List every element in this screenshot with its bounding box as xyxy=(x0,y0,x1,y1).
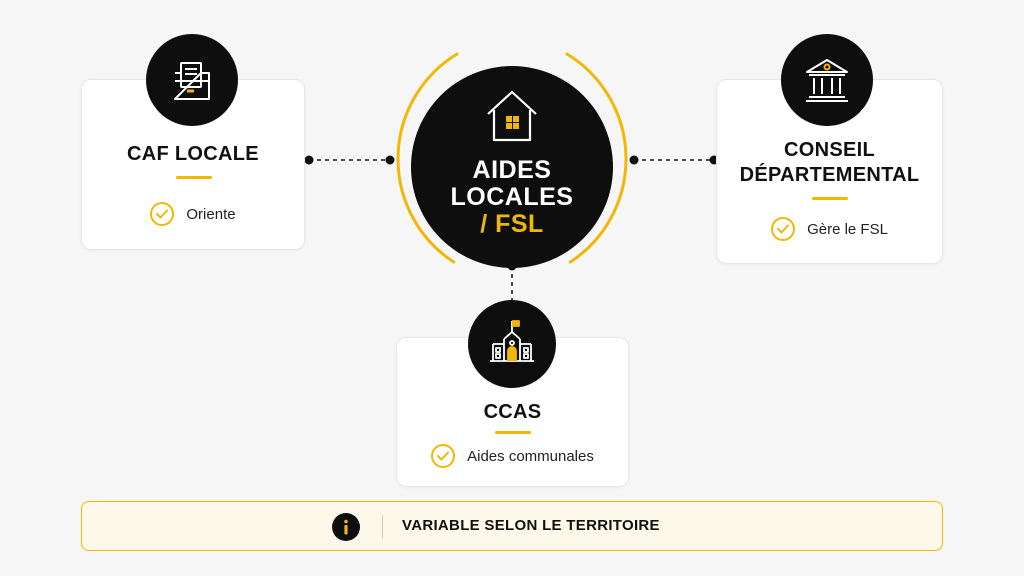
info-icon xyxy=(332,513,360,541)
folder-documents-icon xyxy=(146,34,238,126)
title-underline xyxy=(812,197,848,200)
node-item-text: Oriente xyxy=(186,205,236,223)
central-ring-left-arc xyxy=(396,52,459,264)
node-item-row: Gère le FSL xyxy=(717,217,942,241)
check-icon xyxy=(431,444,456,468)
connector-left-dot-end xyxy=(385,155,395,165)
central-title-line3: / FSL xyxy=(480,210,544,238)
info-banner: VARIABLE SELON LE TERRITOIRE xyxy=(81,501,943,551)
node-title: CCAS xyxy=(483,401,542,423)
node-item-row: Oriente xyxy=(82,202,304,226)
node-title: CAF LOCALE xyxy=(127,143,259,165)
node-title-line1: CONSEIL xyxy=(784,139,875,161)
house-icon xyxy=(482,86,542,146)
central-title-line2: LOCALES xyxy=(450,183,574,211)
connector-left-dot-start xyxy=(304,155,314,165)
town-hall-icon xyxy=(468,300,556,388)
title-underline xyxy=(495,431,531,434)
title-underline xyxy=(176,176,212,179)
info-divider xyxy=(382,515,383,539)
check-icon xyxy=(771,217,796,241)
central-node-aides-locales: AIDES LOCALES / FSL xyxy=(411,66,613,268)
central-title-line1: AIDES xyxy=(472,156,552,184)
node-card-conseil-departemental: CONSEIL DÉPARTEMENTAL Gère le FSL xyxy=(716,79,943,264)
connector-right-dot-start xyxy=(629,155,639,165)
government-building-icon xyxy=(781,34,873,126)
check-icon xyxy=(150,202,175,226)
central-ring-right-arc xyxy=(565,52,628,264)
node-item-text: Gère le FSL xyxy=(807,220,888,238)
node-title-line2: DÉPARTEMENTAL xyxy=(739,164,920,186)
node-item-row: Aides communales xyxy=(397,444,628,468)
info-text: VARIABLE SELON LE TERRITOIRE xyxy=(402,517,660,534)
node-item-text: Aides communales xyxy=(467,447,594,465)
